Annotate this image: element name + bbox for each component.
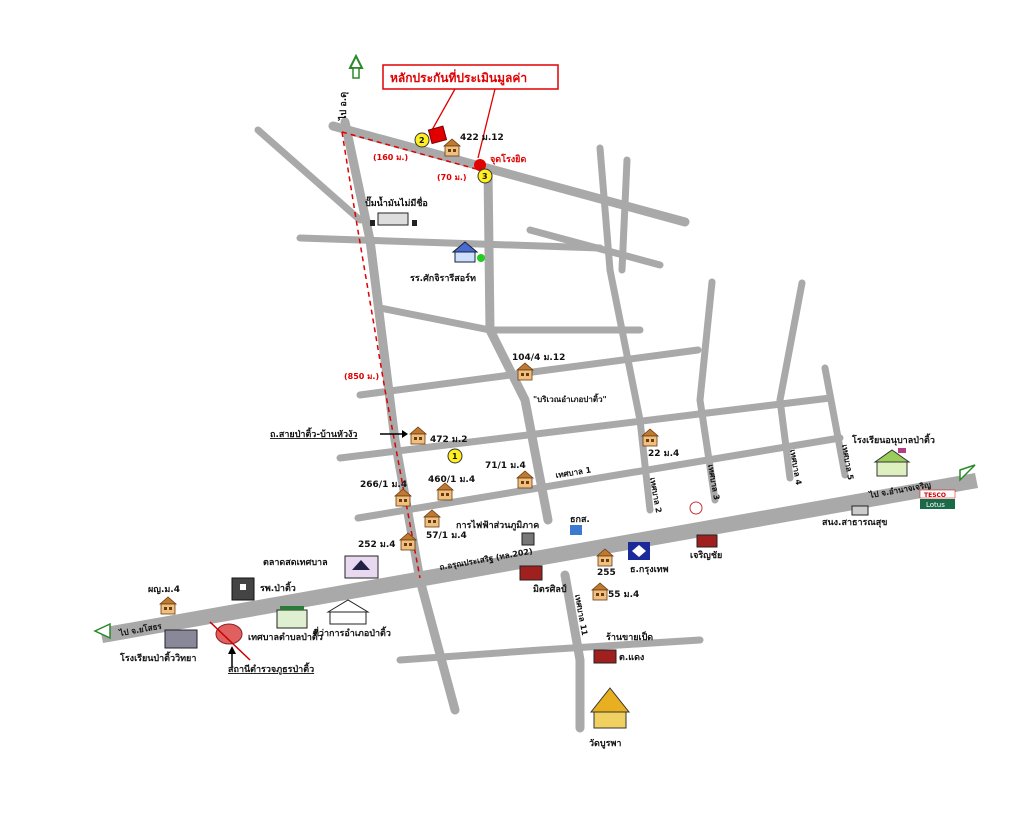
school-building-icon (164, 629, 198, 649)
label-850: (850 ม.) (344, 372, 379, 381)
road-ew-2 (296, 234, 604, 252)
title-text: หลักประกันที่ประเมินมูลค่า (390, 69, 527, 86)
label-104: 104/4 ม.12 (512, 353, 565, 363)
label-health-center: ผญ.ม.4 (148, 585, 180, 595)
label-266: 266/1 ม.4 (360, 480, 407, 490)
road-ns-2 (596, 144, 654, 514)
label-kindergarten: โรงเรียนอนุบาลป่าติ้ว (851, 433, 935, 446)
roads (100, 117, 978, 733)
road-center-ns (483, 165, 553, 525)
label-252: 252 ม.4 (358, 540, 396, 550)
label-soi3: เทศบาล 3 (706, 464, 721, 501)
market-icon (344, 555, 379, 579)
house-icon (436, 482, 454, 501)
district-office-icon (326, 599, 370, 625)
label-pump: ปั๊มน้ำมันไม่มีชื่อ (365, 196, 428, 209)
label-bangkok-bank: ธ.กรุงเทพ (630, 565, 669, 575)
distance-line (341, 131, 481, 579)
road-ew-4 (376, 304, 644, 334)
svg-text:Lotus: Lotus (926, 501, 945, 509)
house-icon (591, 582, 609, 601)
hospital-icon (231, 577, 255, 601)
road-ns-6 (821, 364, 849, 479)
label-charoen: เจริญชัย (690, 550, 722, 561)
label-71: 71/1 ม.4 (485, 461, 526, 471)
label-electric: การไฟฟ้าส่วนภูมิภาค (456, 519, 539, 531)
road-ns-5 (776, 279, 806, 482)
road-soi11 (560, 570, 585, 733)
west-arrow-icon (93, 622, 111, 640)
label-mitsin: มิตรศิลป์ (533, 583, 567, 595)
label-22: 22 ม.4 (648, 449, 679, 459)
house-icon (423, 509, 441, 528)
label-57: 57/1 ม.4 (426, 531, 467, 541)
label-shop-duck2: ต.แดง (619, 653, 644, 663)
label-school-sakjira: รร.ศักจิรารีสอร์ท (410, 272, 476, 284)
duck-shop-icon (593, 649, 617, 664)
shop-icon (696, 534, 718, 548)
label-460: 460/1 ม.4 (428, 475, 475, 485)
temple-icon (589, 687, 631, 729)
label-70: (70 ม.) (437, 173, 467, 182)
road-diag-nw (254, 126, 364, 224)
electric-office-icon (521, 532, 535, 546)
north-arrow-icon (348, 53, 364, 79)
bangkok-bank-icon (628, 542, 650, 560)
label-school-patiw: โรงเรียนป่าติ้ววิทยา (119, 651, 196, 664)
label-health-station: สนง.สาธารณสุข (822, 518, 887, 528)
label-shop-duck: ร้านขายเป็ด (606, 630, 653, 643)
road-ns-4 (696, 278, 719, 504)
label-160: (160 ม.) (373, 153, 408, 162)
bank-baac-icon (570, 525, 582, 535)
house-icon (443, 138, 461, 157)
marker-3: 3 (482, 172, 488, 181)
road-ew-6 (336, 394, 834, 462)
school-icon (451, 241, 485, 263)
label-422: 422 ม.12 (460, 133, 504, 143)
label-472: 472 ม.2 (430, 435, 468, 445)
label-255: 255 (597, 568, 616, 578)
label-temple: วัดบูรพา (589, 738, 621, 749)
gas-station-icon (370, 212, 417, 226)
tesco-lotus-logo: TESCO Lotus (919, 489, 956, 509)
label-bank-baac: ธกส. (570, 515, 590, 525)
house-icon (409, 426, 427, 445)
house-icon (516, 470, 534, 489)
house-icon (516, 362, 534, 381)
road-west-ns (340, 117, 460, 715)
road-ew-7 (354, 434, 844, 522)
municipality-icon (276, 606, 308, 629)
health-station-icon (851, 505, 869, 516)
house-icon (159, 596, 177, 615)
logo-icon (689, 501, 703, 515)
label-municipality: เทศบาลตำบลป่าติ้ว (248, 630, 323, 643)
label-police: สถานีตำรวจภูธรป่าติ้ว (228, 662, 314, 675)
label-district-area: "บริเวณอำเภอปาติ้ว" (533, 393, 607, 404)
police-icon (209, 621, 251, 661)
road-ew-8 (396, 636, 704, 664)
label-district-office: ที่ว่าการอำเภอป่าติ้ว (313, 626, 391, 639)
label-55: 55 ม.4 (608, 590, 639, 600)
label-market: ตลาดสดเทศบาล (263, 558, 328, 568)
road-ew-3 (526, 226, 664, 269)
east-arrow-icon (959, 464, 976, 482)
label-jod: จุดโรงยิด (490, 153, 526, 165)
marker-2: 2 (419, 136, 425, 145)
north-arrow-label: ไป อ.ดุ (337, 92, 349, 121)
label-road-sai: ถ.สายป่าติ้ว-บ้านหัวงัว (270, 427, 357, 440)
shop-icon (519, 565, 543, 581)
marker-1: 1 (452, 452, 458, 461)
title-box (382, 64, 559, 90)
main-highway (100, 473, 978, 643)
kindergarten-icon (873, 448, 911, 477)
svg-text:TESCO: TESCO (924, 492, 946, 499)
collateral-marker-icon (427, 125, 448, 145)
label-hospital: รพ.ป่าติ้ว (260, 581, 296, 594)
road-top-ew (328, 121, 690, 227)
